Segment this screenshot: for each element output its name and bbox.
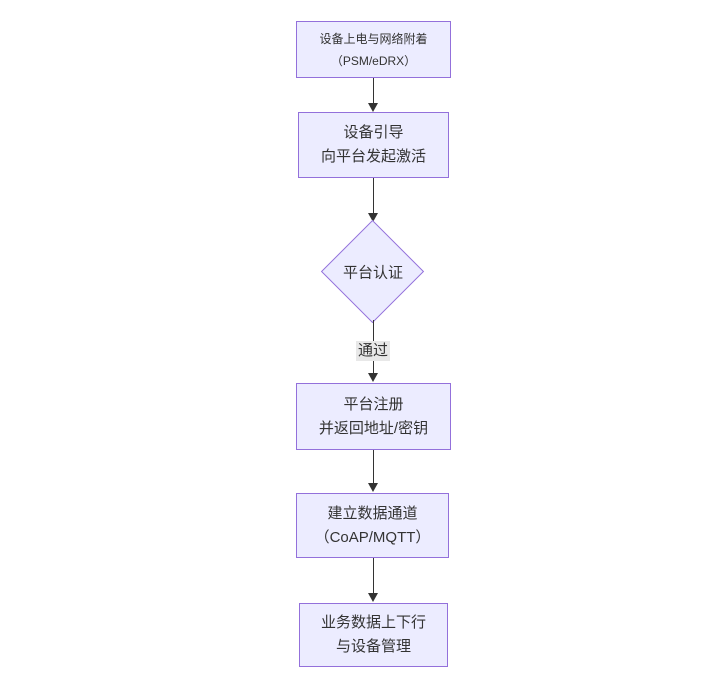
node-bootstrap-line2: 向平台发起激活 bbox=[320, 148, 426, 165]
arrowhead-icon bbox=[368, 593, 378, 602]
arrowhead-icon bbox=[368, 483, 378, 492]
node-power-attach-line2: （PSM/eDRX） bbox=[330, 53, 417, 68]
node-power-attach-line1: 设备上电与网络附着 bbox=[319, 31, 428, 46]
edge-label-pass: 通过 bbox=[355, 341, 391, 361]
node-bootstrap-line1: 设备引导 bbox=[343, 124, 404, 141]
edge-bootstrap-to-auth bbox=[373, 178, 374, 214]
edge-register-to-channel bbox=[373, 450, 374, 484]
node-auth-label: 平台认证 bbox=[342, 264, 404, 282]
node-channel-line2: （CoAP/MQTT） bbox=[314, 528, 431, 546]
node-register-line1: 平台注册 bbox=[343, 395, 404, 413]
edge-channel-to-business bbox=[373, 558, 374, 594]
node-register: 平台注册 并返回地址/密钥 bbox=[296, 383, 451, 450]
node-channel-line1: 建立数据通道 bbox=[327, 504, 418, 522]
arrowhead-icon bbox=[368, 213, 378, 222]
node-bootstrap: 设备引导 向平台发起激活 bbox=[298, 112, 449, 178]
arrowhead-icon bbox=[368, 373, 378, 382]
node-business-line1: 业务数据上下行 bbox=[320, 614, 426, 631]
node-power-attach: 设备上电与网络附着 （PSM/eDRX） bbox=[296, 21, 451, 78]
edge-power-to-bootstrap bbox=[373, 78, 374, 104]
node-register-line2: 并返回地址/密钥 bbox=[318, 419, 429, 437]
arrowhead-icon bbox=[368, 103, 378, 112]
node-channel: 建立数据通道 （CoAP/MQTT） bbox=[296, 493, 449, 558]
node-business: 业务数据上下行 与设备管理 bbox=[299, 603, 448, 667]
node-business-line2: 与设备管理 bbox=[335, 638, 411, 655]
